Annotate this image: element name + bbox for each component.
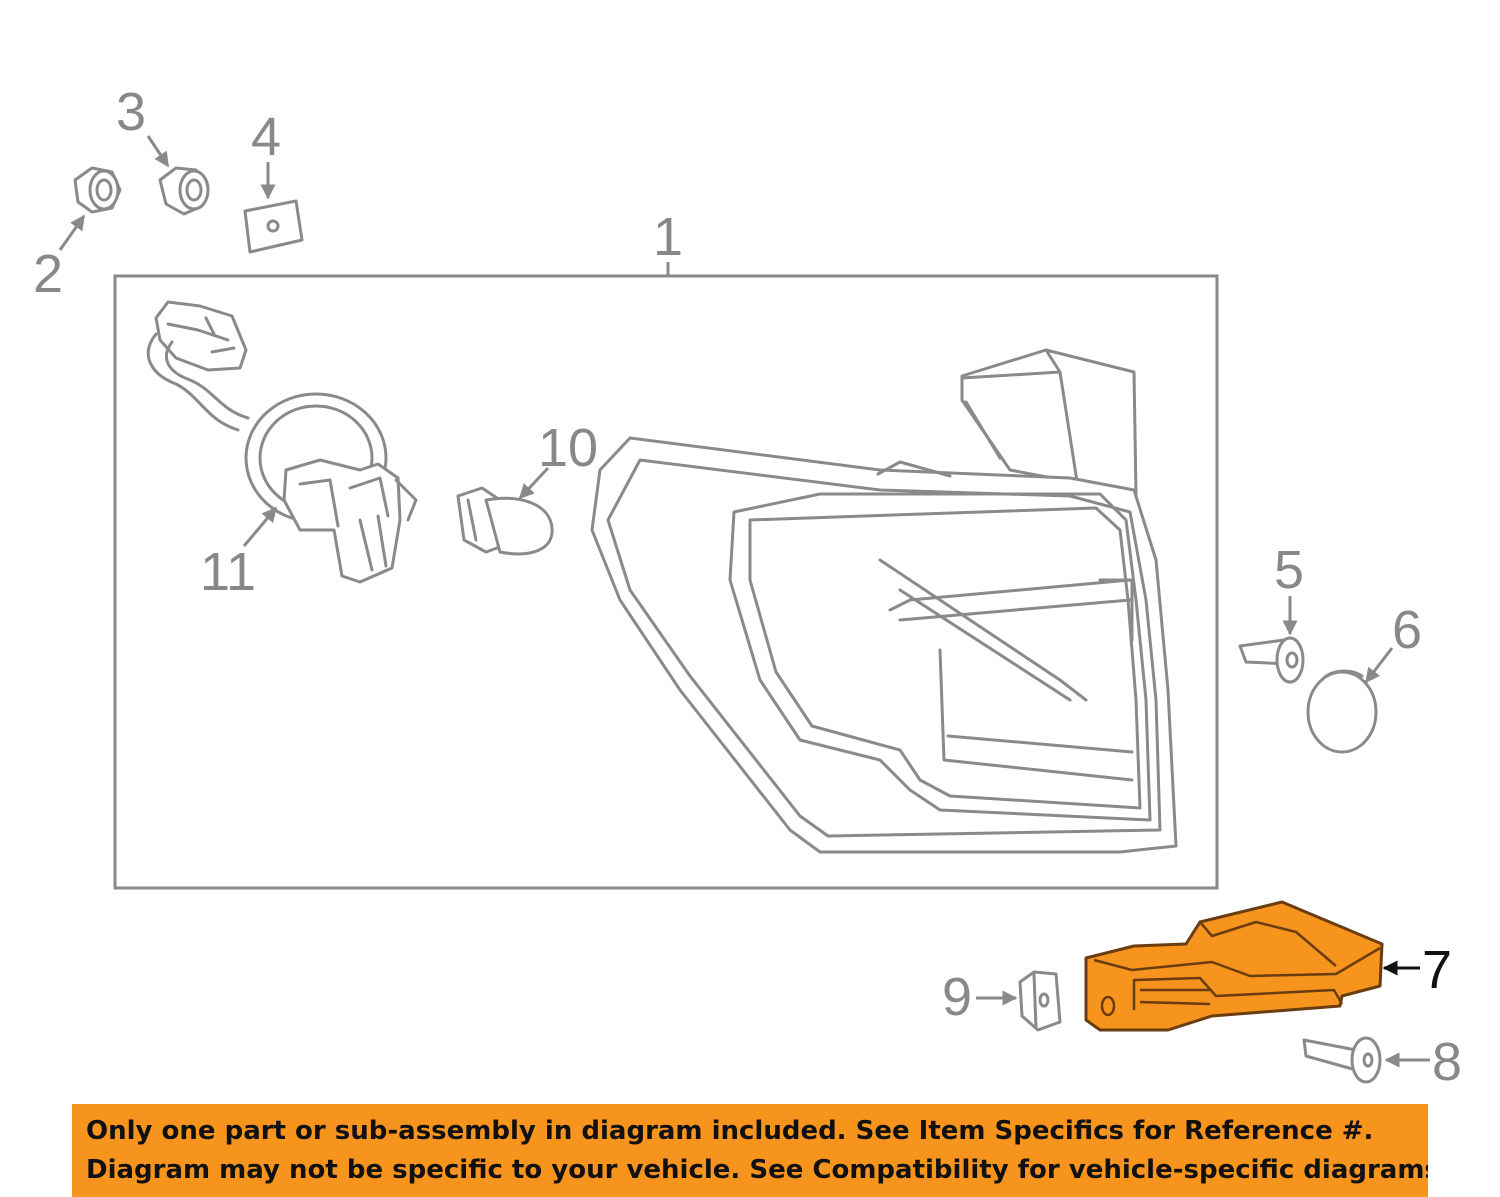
callout-8: 8 [1432,1032,1462,1092]
part-9-clip-nut [1018,970,1062,1032]
callout-7: 7 [1422,940,1452,1000]
notice-line-1: Only one part or sub-assembly in diagram… [86,1116,1374,1146]
callout-2-leader [58,214,86,251]
callout-1: 1 [653,207,683,267]
part-11-socket-harness [146,300,418,584]
part-1-tail-lamp [590,348,1178,854]
callout-3: 3 [116,82,146,142]
callout-3-leader [146,135,170,168]
assembly-frame [113,274,1219,890]
callout-5: 5 [1274,540,1304,600]
callout-10-leader [518,466,550,500]
callout-4: 4 [251,107,281,167]
callout-10: 10 [538,418,598,478]
callout-2: 2 [33,244,63,304]
callout-9: 9 [942,967,972,1027]
part-5-bolt [1238,636,1305,684]
part-4-clip [243,199,304,254]
notice-banner: Only one part or sub-assembly in diagram… [72,1104,1428,1197]
callout-6-leader [1364,647,1394,684]
part-8-bolt [1302,1036,1382,1084]
parts-diagram: 1 2 3 4 11 10 [33,82,1462,1092]
part-7-bracket [1084,900,1384,1032]
notice-line-2: Diagram may not be specific to your vehi… [86,1155,1428,1185]
part-3-nut [158,166,210,216]
callout-11: 11 [200,542,256,602]
callout-11-leader [242,506,278,547]
part-10-bulb [456,486,554,556]
part-6-cap [1306,669,1378,754]
part-2-nut [73,166,122,214]
callout-6: 6 [1392,600,1422,660]
